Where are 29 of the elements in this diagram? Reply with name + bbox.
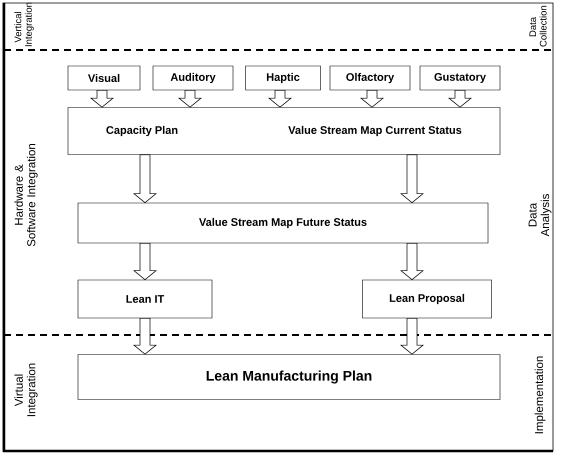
block-arrow bbox=[360, 90, 384, 108]
process-box: Auditory bbox=[152, 66, 234, 90]
section-label: Data Analysis bbox=[528, 194, 552, 236]
process-box: Gustatory bbox=[420, 66, 500, 90]
process-box: Value Stream Map Future Status bbox=[78, 202, 488, 244]
process-box: Visual bbox=[68, 66, 140, 90]
block-arrow bbox=[448, 90, 472, 108]
block-arrow bbox=[400, 318, 424, 355]
block-arrow bbox=[400, 242, 424, 280]
section-label: Hardware & Software Integration bbox=[14, 144, 38, 246]
block-arrow bbox=[400, 154, 424, 204]
process-box: Lean Manufacturing Plan bbox=[78, 354, 500, 400]
block-arrow bbox=[133, 318, 157, 355]
block-arrow bbox=[133, 154, 157, 204]
block-arrow bbox=[178, 90, 202, 108]
section-label: Implementation bbox=[534, 356, 546, 434]
section-label: Virtual Integration bbox=[14, 364, 38, 416]
process-box: Lean Proposal bbox=[362, 280, 492, 318]
section-label: Data Collection bbox=[529, 6, 547, 47]
block-arrow bbox=[90, 90, 114, 108]
process-box: Olfactory bbox=[330, 66, 410, 90]
section-label: Vertical Integration bbox=[14, 2, 34, 46]
block-arrow bbox=[133, 242, 157, 280]
process-box: Haptic bbox=[245, 66, 321, 90]
box-text: Capacity Plan bbox=[106, 126, 178, 136]
process-box bbox=[68, 107, 500, 155]
block-arrow bbox=[268, 90, 292, 108]
process-box: Lean IT bbox=[78, 280, 212, 318]
box-text: Value Stream Map Current Status bbox=[288, 126, 462, 136]
